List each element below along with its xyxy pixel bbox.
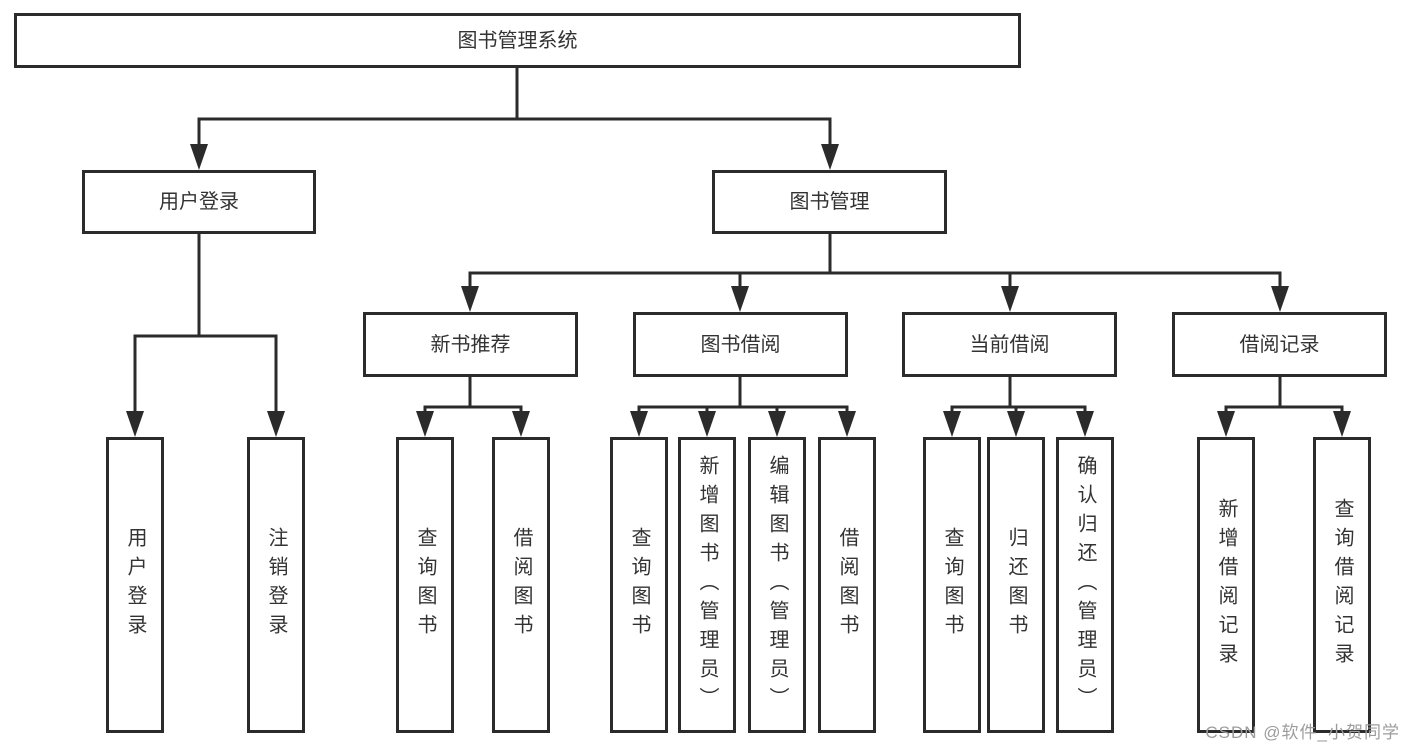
node-user-login-action: 用户登录 (106, 437, 164, 733)
node-bb-borrow-books: 借阅图书 (818, 437, 876, 733)
watermark: CSDN @软件_小贺同学 (1205, 723, 1400, 742)
node-br-add-record: 新增借阅记录 (1197, 437, 1255, 733)
node-cb-confirm-return-admin: 确认归还（管理员） (1056, 437, 1114, 733)
node-bb-edit-books-admin: 编辑图书（管理员） (748, 437, 806, 733)
node-book-management: 图书管理 (712, 170, 947, 234)
node-br-query-record: 查询借阅记录 (1313, 437, 1371, 733)
node-book-borrow: 图书借阅 (633, 312, 848, 377)
node-bb-query-books: 查询图书 (610, 437, 668, 733)
node-nb-query-books: 查询图书 (396, 437, 454, 733)
node-borrow-records: 借阅记录 (1172, 312, 1387, 377)
node-bb-add-books-admin: 新增图书（管理员） (678, 437, 736, 733)
node-cb-return-books: 归还图书 (987, 437, 1045, 733)
node-user-login: 用户登录 (82, 170, 316, 234)
node-root: 图书管理系统 (14, 13, 1021, 68)
node-new-book-recommend: 新书推荐 (363, 312, 578, 377)
node-cb-query-books: 查询图书 (923, 437, 981, 733)
connector-user-login-to-children (126, 233, 285, 437)
connector-book-management-to-level3 (461, 233, 1289, 312)
connector-current-borrow-to-children (943, 377, 1094, 437)
connector-root-to-level2 (190, 68, 839, 170)
connector-book-borrow-to-children (630, 377, 856, 437)
connector-new-book-recommend-to-children (416, 377, 530, 437)
connector-borrow-records-to-children (1217, 377, 1351, 437)
node-nb-borrow-books: 借阅图书 (492, 437, 550, 733)
node-current-borrow: 当前借阅 (902, 312, 1117, 377)
node-logout-action: 注销登录 (247, 437, 305, 733)
